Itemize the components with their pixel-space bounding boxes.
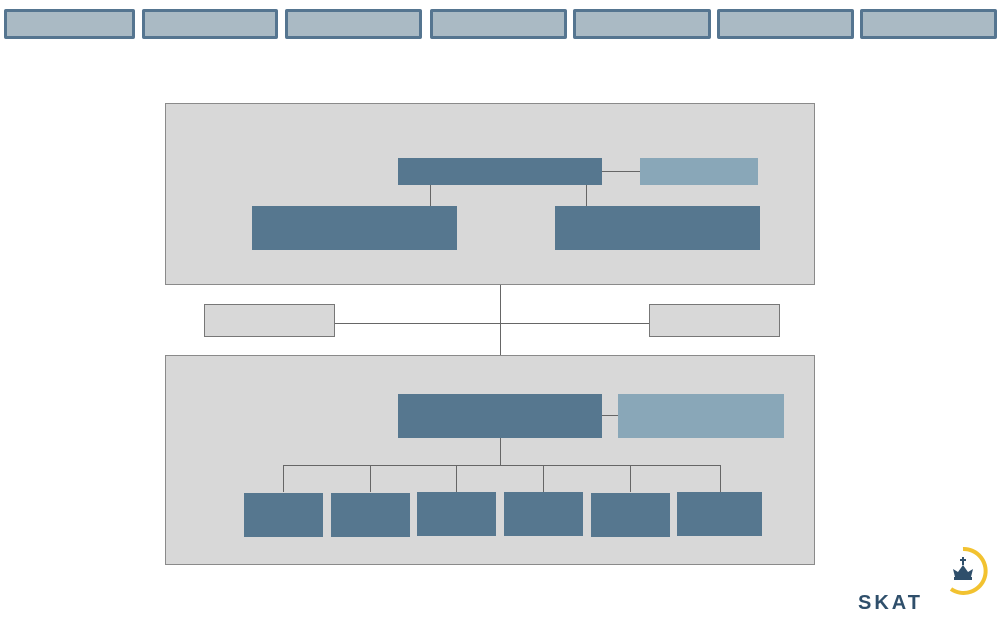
connector <box>630 465 631 492</box>
connector <box>500 285 501 355</box>
connector <box>602 415 618 416</box>
connector <box>586 185 587 206</box>
nav-tab-1[interactable] <box>4 9 135 39</box>
connector <box>543 465 544 492</box>
unit-box-4 <box>504 492 583 536</box>
nav-tab-2[interactable] <box>142 9 278 39</box>
crown-ring-icon <box>949 546 988 595</box>
nav-tab-5[interactable] <box>573 9 711 39</box>
unit-box-2 <box>331 493 410 537</box>
nav-tab-6[interactable] <box>717 9 854 39</box>
connector <box>602 171 640 172</box>
side-box-left <box>204 304 335 337</box>
connector <box>283 465 284 492</box>
connector <box>283 465 721 466</box>
bottom-staff-box <box>618 394 784 438</box>
top-child-box-left <box>252 206 457 250</box>
side-box-right <box>649 304 780 337</box>
nav-tab-3[interactable] <box>285 9 422 39</box>
unit-box-1 <box>244 493 323 537</box>
unit-box-5 <box>591 493 670 537</box>
connector <box>500 438 501 465</box>
skat-logo-text: SKAT <box>858 592 923 614</box>
connector <box>456 465 457 492</box>
connector <box>720 465 721 492</box>
connector <box>430 185 431 206</box>
top-head-box <box>398 158 602 185</box>
top-org-panel <box>165 103 815 285</box>
nav-tab-4[interactable] <box>430 9 567 39</box>
connector <box>370 465 371 492</box>
top-staff-box <box>640 158 758 185</box>
unit-box-6 <box>677 492 762 536</box>
bottom-head-box <box>398 394 602 438</box>
skat-logo: SKAT <box>855 545 995 615</box>
unit-box-3 <box>417 492 496 536</box>
connector <box>334 323 649 324</box>
top-child-box-right <box>555 206 760 250</box>
nav-tab-7[interactable] <box>860 9 997 39</box>
